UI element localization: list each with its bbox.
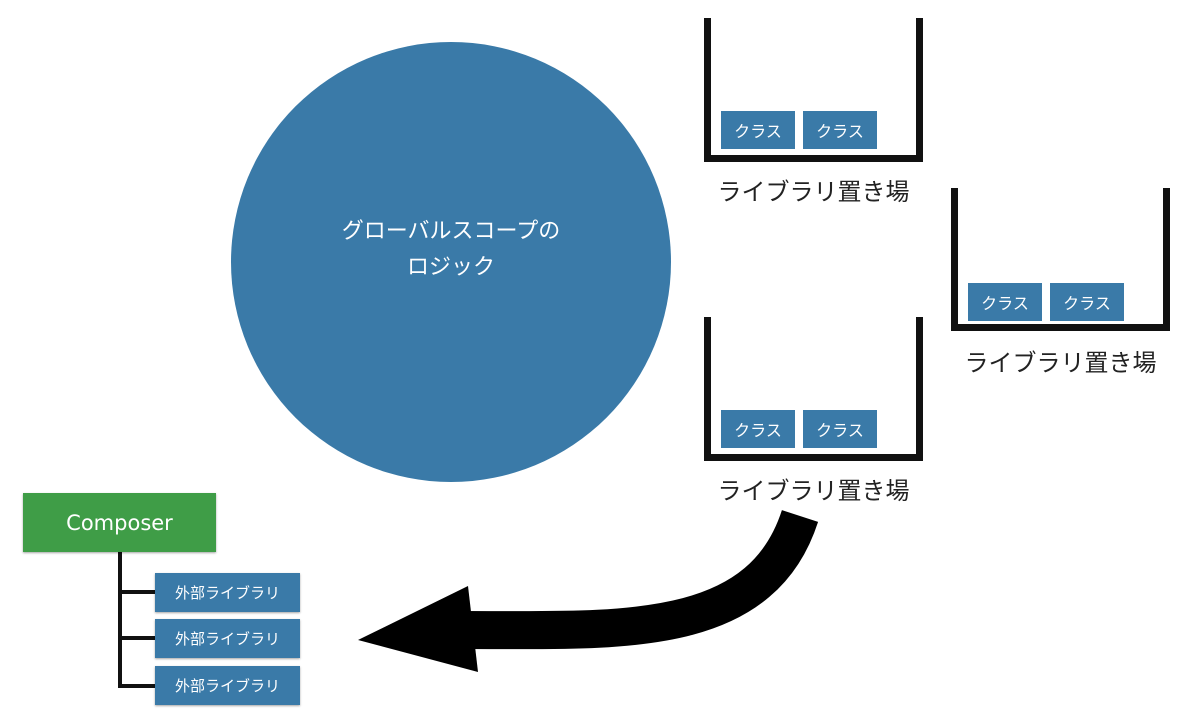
class-box: クラス — [721, 111, 795, 149]
global-scope-label-line2: ロジック — [406, 255, 495, 280]
external-library-box: 外部ライブラリ — [155, 666, 300, 705]
global-scope-label: グローバルスコープの ロジック — [342, 214, 560, 286]
big-curved-arrow — [358, 509, 819, 672]
library-bin-3 — [704, 317, 923, 461]
global-scope-label-line1: グローバルスコープの — [341, 219, 561, 244]
class-box: クラス — [803, 410, 877, 448]
library-bin-3-label: ライブラリ置き場 — [717, 477, 910, 505]
library-bin-2-label: ライブラリ置き場 — [964, 349, 1157, 377]
library-bin-1-label: ライブラリ置き場 — [717, 178, 910, 206]
library-bin-2 — [951, 188, 1170, 331]
class-box: クラス — [1050, 283, 1124, 321]
class-box: クラス — [721, 410, 795, 448]
class-box: クラス — [968, 283, 1042, 321]
global-scope-circle: グローバルスコープの ロジック — [231, 42, 671, 482]
external-library-box: 外部ライブラリ — [155, 573, 300, 612]
composer-tree-lines — [118, 552, 156, 688]
external-library-box: 外部ライブラリ — [155, 619, 300, 658]
class-box: クラス — [803, 111, 877, 149]
library-bin-1 — [704, 18, 923, 162]
composer-box: Composer — [23, 493, 216, 552]
